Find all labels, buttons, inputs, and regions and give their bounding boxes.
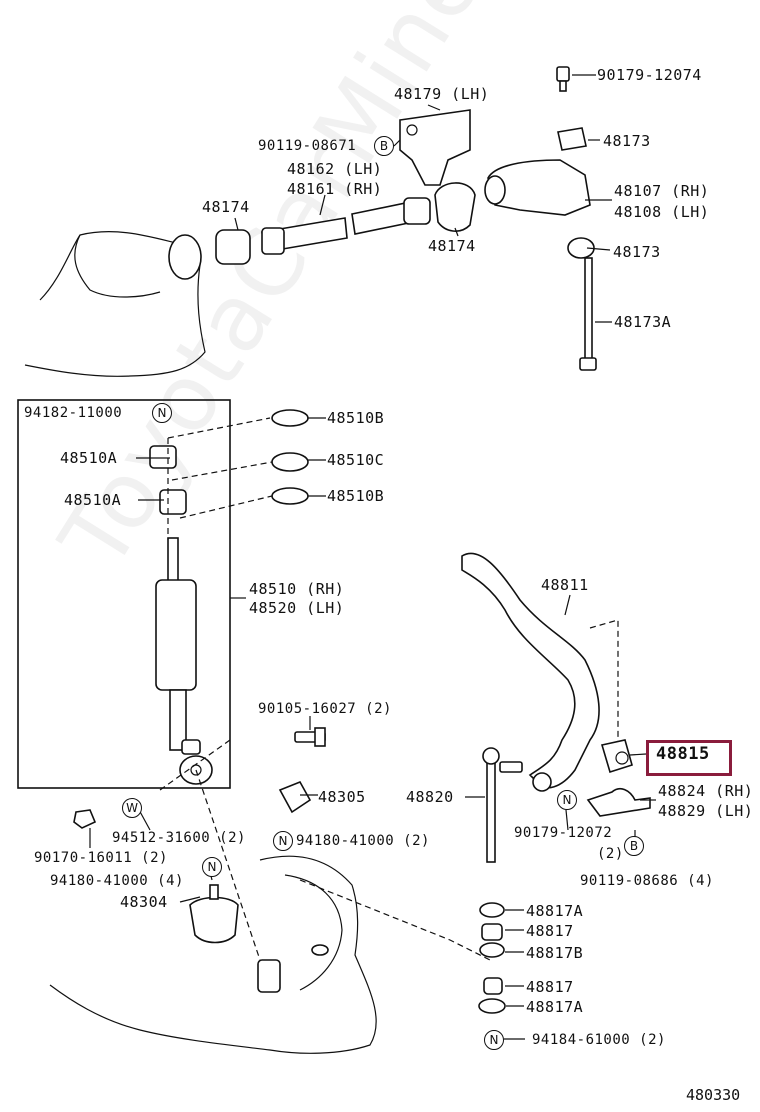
callout-b-90119-08671: B [374,136,394,156]
label-94182-11000: 94182-11000 [24,405,123,421]
callout-n-94180-mid: N [273,831,293,851]
bushing-48817-bottom [483,977,503,995]
shock-absorber-48510 [155,579,197,691]
bushing-48817-top [481,923,503,941]
label-48510: 48510 (RH) [249,580,345,598]
label-90179-12072: 90179-12072 [514,825,613,841]
callout-w: W [122,798,142,818]
bushing-48510A-top [149,445,177,469]
callout-n-94180-left: N [202,857,222,877]
label-48510A-top: 48510A [60,449,118,467]
label-94180-41000-left: 94180-41000 (4) [50,873,184,889]
label-48817A-bottom: 48817A [526,998,584,1016]
label-90119-08671: 90119-08671 [258,138,357,154]
bracket-lower [257,959,281,993]
label-48174-mid: 48174 [428,237,476,255]
bushing-48510A-bottom [159,489,187,515]
label-90179-12074: 90179-12074 [597,66,702,84]
bumper-stopper-48304 [189,896,239,944]
label-48179: 48179 (LH) [394,85,490,103]
anchor-arm-48107 [487,159,591,216]
label-48173-top: 48173 [603,132,651,150]
label-48815[interactable]: 48815 [656,744,710,764]
label-94180-41000-mid: 94180-41000 (2) [296,833,430,849]
bushing-48817A-top [479,902,505,918]
label-48173A: 48173A [614,313,672,331]
label-48520: 48520 (LH) [249,599,345,617]
label-48829: 48829 (LH) [658,802,754,820]
label-48817B: 48817B [526,944,584,962]
link-48820 [486,751,496,863]
label-48304: 48304 [120,893,168,911]
label-48820: 48820 [406,788,454,806]
label-48817A-top: 48817A [526,902,584,920]
bracket-48179 [399,109,471,186]
callout-n-90179-12072: N [557,790,577,810]
callout-n-94184: N [484,1030,504,1050]
label-48108: 48108 (LH) [614,203,710,221]
bumper-stopper-48305 [278,780,312,814]
label-48173-mid: 48173 [613,243,661,261]
label-48811: 48811 [541,576,589,594]
washer-48817B [479,942,505,958]
label-48510B-top: 48510B [327,409,385,427]
label-94184-61000: 94184-61000 (2) [532,1032,666,1048]
label-48817-bottom: 48817 [526,978,574,996]
label-94512-31600: 94512-31600 (2) [112,830,246,846]
shock-absorber-box [17,399,231,789]
cap-48173-top [557,127,587,151]
highlight-48815 [646,740,732,776]
callout-b-90119-08686: B [624,836,644,856]
washer-48817A-bottom [478,998,506,1014]
label-48824: 48824 (RH) [658,782,754,800]
label-48162: 48162 (LH) [287,160,383,178]
label-90105-16027: 90105-16027 (2) [258,701,392,717]
label-48174-left: 48174 [202,198,250,216]
label-48817-top: 48817 [526,922,574,940]
bolt-48173A [584,257,593,363]
label-48161: 48161 (RH) [287,180,383,198]
label-48510A-bottom: 48510A [64,491,122,509]
label-90170-16011: 90170-16011 (2) [34,850,168,866]
callout-n-94182: N [152,403,172,423]
anchor-arm-48174-mid [434,182,476,232]
washer-48510B-top [271,409,309,427]
label-48107: 48107 (RH) [614,182,710,200]
lower-frame-outline [49,855,377,1054]
washer-48510C [271,452,309,472]
bracket-48824 [586,788,651,817]
cap-48173-mid [567,237,595,259]
label-48510C: 48510C [327,451,385,469]
label-48305: 48305 [318,788,366,806]
label-90179-12072-qty: (2) [597,846,624,862]
washer-48510B-bottom [271,487,309,505]
torsion-anchor-48174-left [215,229,251,265]
label-90119-08686: 90119-08686 (4) [580,873,714,889]
label-48510B-bottom: 48510B [327,487,385,505]
figure-number: 480330 [686,1086,741,1104]
